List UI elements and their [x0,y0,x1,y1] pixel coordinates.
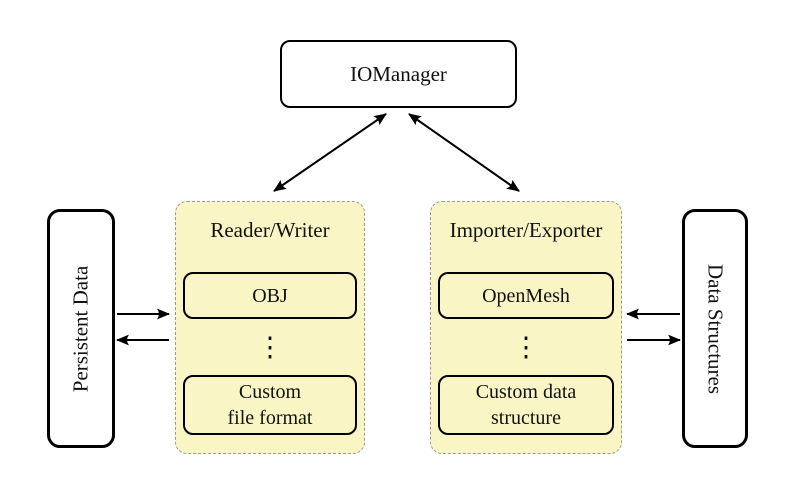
node-openmesh: OpenMesh [438,272,614,319]
node-obj: OBJ [183,272,357,319]
group-reader-writer: Reader/Writer OBJ ⋮ Custom file format [175,201,365,454]
persistent-data-label: Persistent Data [68,265,93,392]
importer-exporter-ellipsis: ⋮ [512,331,540,362]
group-importer-exporter: Importer/Exporter OpenMesh ⋮ Custom data… [430,201,622,454]
arrow-iomanager-importerexporter [408,113,520,192]
iomanager-label: IOManager [350,61,447,86]
reader-writer-ellipsis: ⋮ [256,331,284,362]
node-data-structures: Data Structures [682,209,748,448]
node-iomanager: IOManager [280,40,517,108]
reader-writer-title: Reader/Writer [210,218,330,242]
arrow-iomanager-readerwriter [273,113,387,192]
node-persistent-data: Persistent Data [47,209,115,448]
node-custom-file-format: Custom file format [183,375,357,435]
node-custom-data-structure: Custom data structure [438,375,614,435]
importer-exporter-title: Importer/Exporter [449,218,603,242]
data-structures-label: Data Structures [703,263,728,394]
